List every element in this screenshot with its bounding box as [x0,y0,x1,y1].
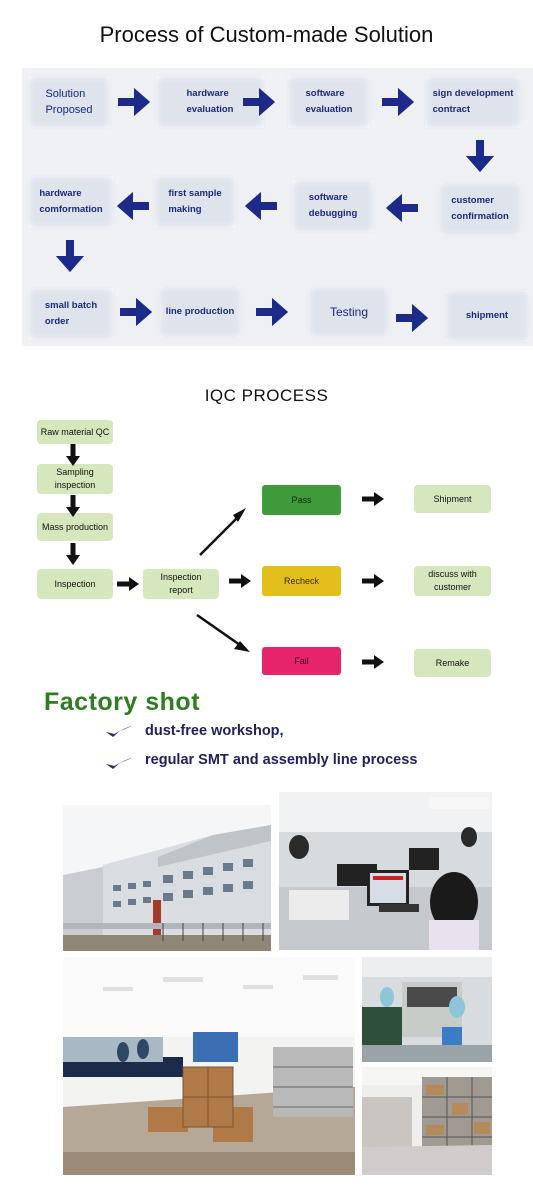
iqc-recheck: Recheck [262,566,341,596]
iqc-discuss-with-customer: discuss with customer [414,566,491,596]
iqc-raw-material-qc: Raw material QC [37,420,113,444]
process-arrows [56,88,494,332]
check-icon [106,726,132,737]
arrow-left-icon [245,192,277,220]
factory-bullet: regular SMT and assembly line process [145,752,418,768]
step-line-production: line production [159,286,241,338]
arrow-right-icon [243,88,275,116]
arrow-down-right-icon [196,613,241,647]
arrow-left-icon [117,192,149,220]
arrow-right-icon [117,577,139,591]
custom-process-title: Process of Custom-made Solution [99,22,434,47]
factory-building-photo [63,805,271,951]
arrow-right-icon [396,304,428,332]
office-photo [279,792,492,950]
arrow-right-icon [118,88,150,116]
step-hardware-comformation: hardware comformation [28,176,114,228]
iqc-inspection-report: Inspection report [143,569,219,599]
arrow-down-icon [466,140,494,172]
arrow-right-icon [120,298,152,326]
iqc-inspection: Inspection [37,569,113,599]
arrow-right-icon [382,88,414,116]
iqc-remake: Remake [414,649,491,677]
iqc-sampling-inspection: Sampling inspection [37,464,113,494]
step-testing: Testing [308,286,390,338]
arrow-right-icon [229,574,251,588]
arrow-down-icon [66,444,80,466]
step-sign-development-contract: sign development contract [425,76,521,128]
arrow-left-icon [386,194,418,222]
step-shipment: shipment [445,290,529,342]
iqc-title: IQC PROCESS [204,386,329,405]
arrow-right-icon [362,655,384,669]
arrow-right-icon [362,574,384,588]
warehouse-photo [362,1067,492,1175]
factory-title: Factory shot [44,688,201,716]
step-software-evaluation: software evaluation [288,76,370,128]
iqc-arrows [66,444,384,669]
arrow-down-icon [66,495,80,517]
arrow-right-icon [362,492,384,506]
factory-bullet: dust-free workshop, [145,723,284,739]
arrow-right-icon [256,298,288,326]
step-customer-confirmation: customer confirmation [439,182,521,236]
arrow-down-icon [66,543,80,565]
iqc-pass: Pass [262,485,341,515]
workshop-photo [63,957,355,1175]
smt-lab-photo [362,957,492,1062]
step-solution-proposed: Solution Proposed [28,76,110,128]
iqc-shipment: Shipment [414,485,491,513]
iqc-fail: Fail [262,647,341,675]
iqc-mass-production: Mass production [37,513,113,541]
arrow-up-right-icon [199,514,241,556]
step-software-debugging: software debugging [292,180,374,232]
arrow-down-icon [56,240,84,272]
step-first-sample-making: first sample making [154,176,236,228]
step-small-batch-order: small batch order [28,288,114,340]
check-icon [106,758,132,769]
